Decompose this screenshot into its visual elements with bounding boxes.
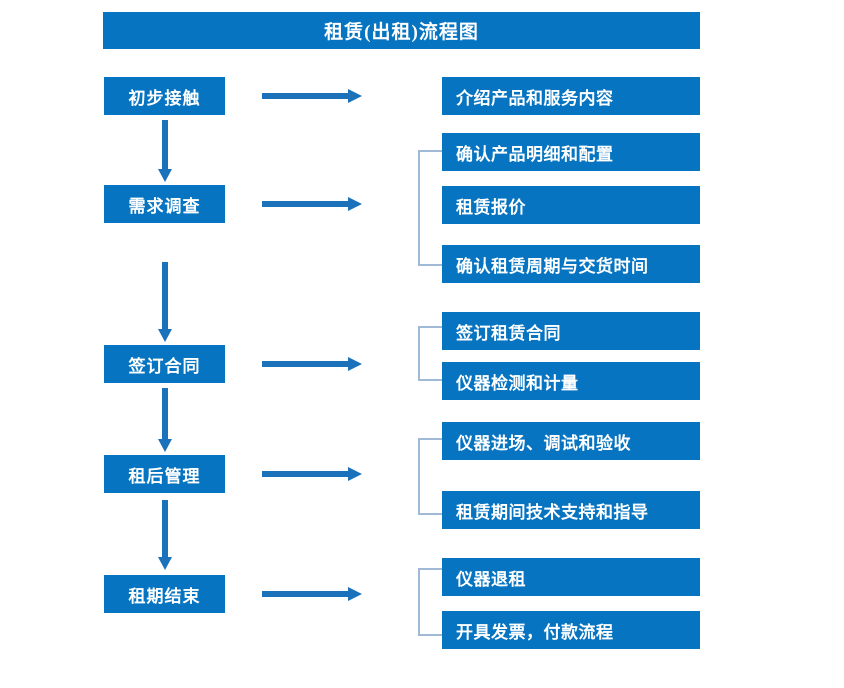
detail-box-4[interactable]: 确认租赁周期与交货时间 <box>442 245 700 283</box>
detail-box-2[interactable]: 确认产品明细和配置 <box>442 133 700 171</box>
group-bracket-3 <box>418 326 442 381</box>
detail-box-9[interactable]: 仪器退租 <box>442 558 700 596</box>
stage-box-3[interactable]: 签订合同 <box>104 345 225 383</box>
stage-box-4[interactable]: 租后管理 <box>104 455 225 493</box>
group-bracket-4 <box>418 438 442 515</box>
detail-box-8[interactable]: 租赁期间技术支持和指导 <box>442 491 700 529</box>
detail-box-5[interactable]: 签订租赁合同 <box>442 312 700 350</box>
horizontal-arrow-2 <box>262 196 362 212</box>
detail-box-3[interactable]: 租赁报价 <box>442 186 700 224</box>
vertical-arrow-2 <box>157 262 173 342</box>
group-bracket-5 <box>418 568 442 636</box>
detail-box-1[interactable]: 介绍产品和服务内容 <box>442 77 700 115</box>
detail-box-6[interactable]: 仪器检测和计量 <box>442 362 700 400</box>
horizontal-arrow-1 <box>262 88 362 104</box>
vertical-arrow-4 <box>157 500 173 570</box>
horizontal-arrow-4 <box>262 466 362 482</box>
stage-box-2[interactable]: 需求调查 <box>104 185 225 223</box>
vertical-arrow-3 <box>157 388 173 452</box>
group-bracket-2 <box>418 150 442 266</box>
stage-box-5[interactable]: 租期结束 <box>104 575 225 613</box>
vertical-arrow-1 <box>157 120 173 182</box>
horizontal-arrow-3 <box>262 356 362 372</box>
chart-title: 租赁(出租)流程图 <box>103 12 700 49</box>
detail-box-10[interactable]: 开具发票，付款流程 <box>442 611 700 649</box>
detail-box-7[interactable]: 仪器进场、调试和验收 <box>442 422 700 460</box>
horizontal-arrow-5 <box>262 586 362 602</box>
stage-box-1[interactable]: 初步接触 <box>104 77 225 115</box>
